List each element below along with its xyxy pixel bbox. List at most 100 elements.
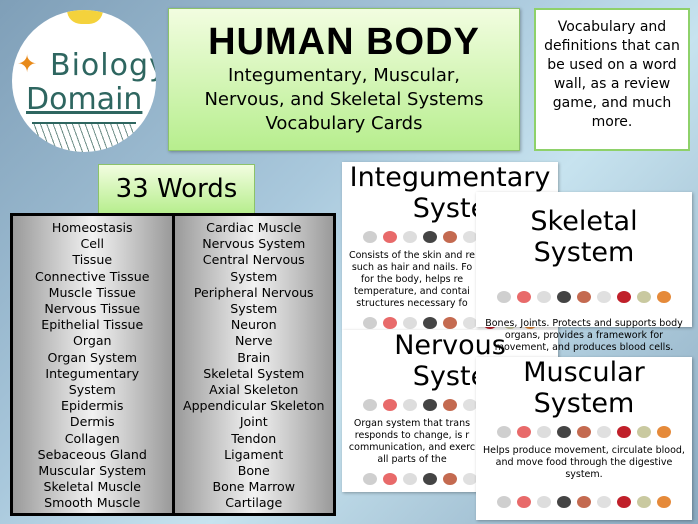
neuron-icon	[597, 426, 611, 438]
intestine-icon	[403, 231, 417, 243]
intestine-icon	[537, 496, 551, 508]
card-muscular: Muscular System Helps produce movement, …	[476, 357, 692, 520]
organ-icons-row	[476, 425, 692, 439]
word-item: Homeostasis	[51, 220, 133, 235]
intestine-icon	[537, 426, 551, 438]
word-item: Peripheral Nervous	[193, 284, 314, 300]
butterfly-icon: ✦	[17, 50, 38, 78]
organ-icons-row	[476, 495, 692, 509]
word-item: Nervous Tissue	[44, 301, 141, 317]
skull-icon	[423, 473, 437, 485]
lungs-icon	[443, 231, 457, 243]
word-item: System	[68, 382, 116, 398]
word-item: Connective Tissue	[35, 268, 150, 284]
skull-icon	[423, 231, 437, 243]
word-item: Nervous System	[202, 236, 306, 252]
word-item: Tendon	[231, 430, 277, 446]
muscle-icon	[383, 231, 397, 243]
intestine-icon	[403, 317, 417, 329]
biology-domain-logo: ✦ Biology Domain	[12, 10, 156, 152]
intestine-icon	[537, 291, 551, 303]
kidneys-icon	[657, 496, 671, 508]
word-item: Cardiac Muscle	[206, 220, 302, 235]
heart-icon	[617, 291, 631, 303]
card-skeletal: Skeletal System Bones, Joints. Protects …	[476, 192, 692, 373]
word-item: Epidermis	[61, 398, 124, 414]
skull-icon	[557, 496, 571, 508]
word-item: Axial Skeleton	[209, 382, 299, 398]
brain-icon	[497, 291, 511, 303]
kidneys-icon	[657, 291, 671, 303]
skull-icon	[557, 291, 571, 303]
lungs-icon	[443, 399, 457, 411]
muscle-icon	[383, 473, 397, 485]
neuron-icon	[463, 317, 477, 329]
muscle-icon	[383, 399, 397, 411]
neuron-icon	[463, 473, 477, 485]
word-item: Joint	[239, 414, 268, 430]
skull-icon	[557, 426, 571, 438]
word-item: Tissue	[72, 252, 113, 268]
neuron-icon	[597, 291, 611, 303]
skull-icon	[423, 399, 437, 411]
word-item: Organ	[72, 333, 112, 349]
muscle-icon	[517, 496, 531, 508]
word-item: Organ System	[47, 349, 138, 365]
intestine-icon	[403, 473, 417, 485]
word-item: Bone	[237, 463, 270, 479]
info-box: Vocabulary and definitions that can be u…	[534, 8, 690, 151]
word-item: Ligament	[224, 446, 284, 462]
word-item: System	[230, 268, 278, 284]
muscle-icon	[383, 317, 397, 329]
brain-icon	[363, 473, 377, 485]
lungs-icon	[443, 317, 457, 329]
word-item: Collagen	[64, 430, 120, 446]
word-item: Appendicular Skeleton	[182, 398, 325, 414]
lungs-icon	[577, 426, 591, 438]
hand-bones-icon	[637, 291, 651, 303]
word-item: Central Nervous	[202, 252, 305, 268]
lungs-icon	[443, 473, 457, 485]
word-item: Sebaceous Gland	[37, 446, 147, 462]
kidneys-icon	[657, 426, 671, 438]
word-count: 33 Words	[98, 164, 255, 214]
word-item: Muscular System	[38, 463, 147, 479]
word-item: Muscle Tissue	[48, 284, 136, 300]
title-box: HUMAN BODY Integumentary, Muscular, Nerv…	[168, 8, 520, 151]
brain-icon	[363, 317, 377, 329]
hand-bones-icon	[637, 426, 651, 438]
word-item: Dermis	[69, 414, 115, 430]
neuron-icon	[463, 399, 477, 411]
word-item: System	[230, 301, 278, 317]
muscle-icon	[517, 291, 531, 303]
heart-icon	[617, 496, 631, 508]
skull-icon	[423, 317, 437, 329]
organ-icons-row	[476, 290, 692, 304]
word-item: Bone Marrow	[212, 479, 296, 495]
word-item: Epithelial Tissue	[41, 317, 144, 333]
word-item: Cell	[80, 236, 105, 252]
neuron-icon	[597, 496, 611, 508]
brain-icon	[363, 231, 377, 243]
muscle-icon	[517, 426, 531, 438]
word-item: Smooth Muscle	[44, 495, 141, 511]
word-item: Cartilage	[225, 495, 283, 511]
main-title: HUMAN BODY	[208, 21, 480, 63]
word-item: Neuron	[230, 317, 277, 333]
lungs-icon	[577, 291, 591, 303]
brain-icon	[363, 399, 377, 411]
brain-icon	[497, 426, 511, 438]
word-item: Skeletal Muscle	[43, 479, 142, 495]
word-item: Nerve	[234, 333, 273, 349]
brain-icon	[497, 496, 511, 508]
heart-icon	[617, 426, 631, 438]
neuron-icon	[463, 231, 477, 243]
lungs-icon	[577, 496, 591, 508]
word-item: Brain	[237, 349, 271, 365]
intestine-icon	[403, 399, 417, 411]
word-item: Skeletal System	[203, 365, 305, 381]
word-item: Integumentary	[45, 365, 140, 381]
